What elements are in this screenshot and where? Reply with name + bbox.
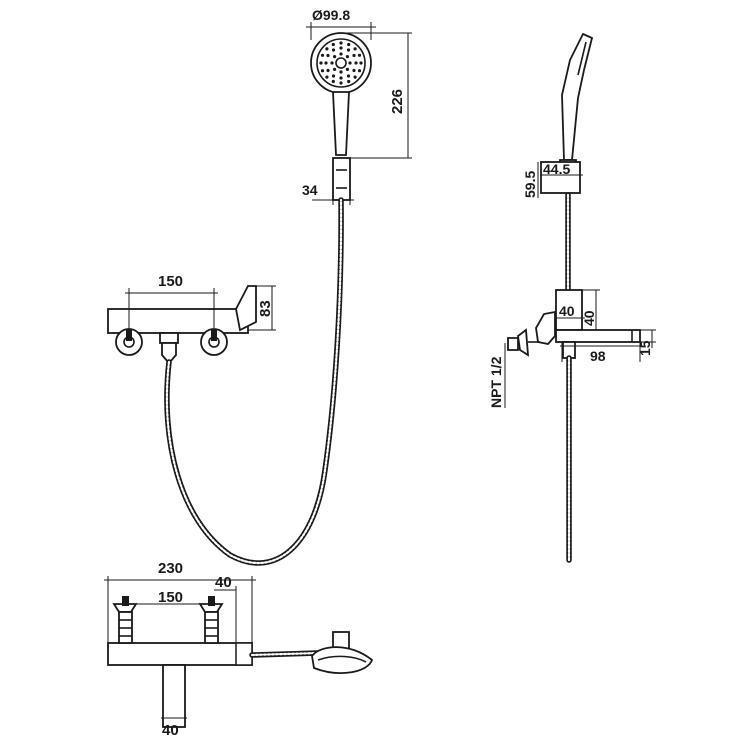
dim-holder-height-side-label: 59.5 — [522, 171, 538, 198]
nozzle — [339, 81, 343, 85]
spout-side — [555, 329, 641, 343]
nozzle — [330, 61, 334, 65]
dim-total-width: 230 — [104, 560, 256, 643]
dim-holder-width-side-label: 44.5 — [543, 161, 570, 177]
nozzle — [347, 79, 351, 84]
mixer-side-body — [555, 289, 583, 331]
shower-nozzles — [319, 41, 363, 85]
mixer-top-body — [107, 642, 253, 666]
dim-outlet-width-label: 40 — [162, 722, 179, 739]
nozzle — [348, 61, 352, 65]
nozzle — [345, 55, 349, 59]
hose-front — [164, 197, 344, 566]
dim-mixer-height: 83 — [248, 285, 276, 331]
dim-holder-width-label: 34 — [302, 182, 318, 198]
nozzle — [345, 67, 349, 71]
shower-holder — [332, 157, 351, 201]
hand-shower-front — [310, 32, 372, 201]
dim-holder-width-side: 44.5 — [541, 161, 583, 177]
nozzle — [353, 75, 357, 79]
nozzle — [331, 42, 335, 47]
mixer-lever — [235, 285, 257, 332]
nozzle — [319, 61, 323, 65]
dim-spout: 98 15 — [560, 329, 656, 364]
dim-head-diameter: Ø99.8 — [306, 7, 376, 40]
dim-head-length-label: 226 — [389, 89, 406, 114]
right-valve-top — [198, 596, 224, 644]
dim-mixer-centers-front: 150 — [125, 273, 218, 330]
nozzle — [357, 69, 362, 73]
nozzle — [357, 53, 362, 57]
dim-total-width-label: 230 — [158, 560, 183, 577]
holder-side — [540, 161, 581, 194]
nozzle — [354, 61, 358, 65]
side-view — [507, 32, 641, 563]
dim-body-depth-label: 40 — [559, 303, 575, 319]
dim-mixer-centers-top-label: 150 — [158, 589, 183, 606]
nozzle — [339, 46, 343, 50]
dim-thread: NPT 1/2 — [488, 343, 506, 408]
nozzle — [346, 74, 351, 78]
nozzle — [346, 48, 351, 52]
nozzle — [333, 55, 337, 59]
nozzle — [325, 47, 329, 51]
nozzle — [339, 41, 343, 45]
outlet-connector — [159, 332, 179, 344]
nozzle — [324, 61, 328, 65]
nozzle — [352, 68, 356, 73]
dim-mixer-centers-top: 150 — [125, 589, 212, 606]
nozzle — [320, 69, 325, 73]
dim-spout-height-label: 15 — [637, 340, 653, 356]
dim-head-length: 226 — [341, 32, 412, 159]
nozzle — [326, 53, 330, 58]
nozzle — [326, 68, 330, 73]
top-view — [107, 596, 374, 728]
shower-handle — [332, 91, 350, 156]
dim-outlet-width: 40 — [161, 717, 187, 739]
left-valve-top — [112, 596, 138, 644]
nozzle — [325, 75, 329, 79]
nozzle — [333, 67, 337, 71]
dim-body-height-label: 40 — [581, 310, 597, 326]
nozzle — [359, 61, 363, 65]
nozzle — [331, 74, 336, 78]
lever-side — [535, 310, 556, 345]
nozzle — [339, 52, 343, 56]
dim-handle-offset-label: 40 — [215, 574, 232, 591]
nozzle — [339, 70, 343, 74]
dim-spout-length-label: 98 — [590, 348, 606, 364]
nozzle — [352, 53, 356, 58]
nozzle — [331, 79, 335, 84]
dim-handle-offset: 40 — [214, 574, 237, 643]
nozzle — [339, 76, 343, 80]
dim-body-side: 40 40 — [556, 289, 600, 331]
nozzle — [331, 48, 336, 52]
dim-mixer-centers-front-label: 150 — [158, 273, 183, 290]
shower-side — [561, 32, 594, 161]
dim-holder-width: 34 — [302, 182, 354, 205]
mixer-front — [107, 285, 257, 363]
dim-thread-label: NPT 1/2 — [488, 356, 504, 408]
outlet-top — [162, 664, 186, 728]
dim-mixer-height-label: 83 — [257, 300, 274, 317]
nozzle — [347, 42, 351, 47]
dim-holder-height-side: 59.5 — [522, 162, 539, 198]
nozzle — [353, 47, 357, 51]
dim-head-diameter-label: Ø99.8 — [312, 7, 350, 23]
nozzle — [320, 53, 325, 57]
shower-head-top — [311, 646, 374, 674]
